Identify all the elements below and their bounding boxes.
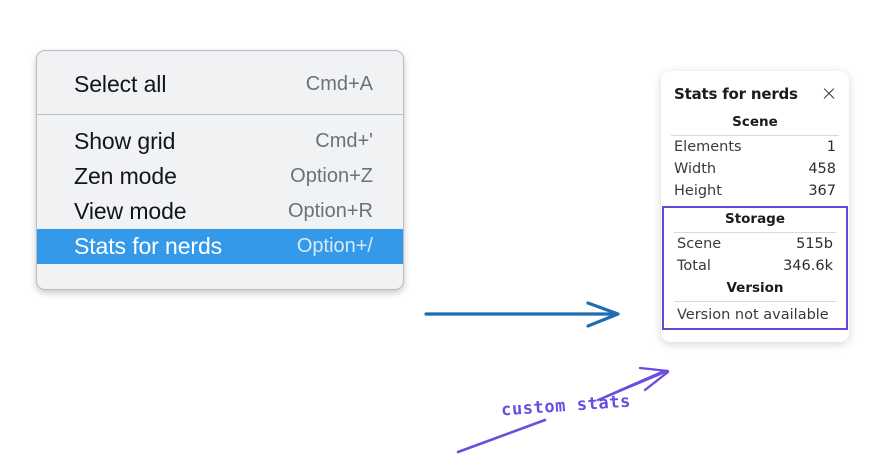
close-icon[interactable]	[821, 86, 837, 102]
menu-item-shortcut: Option+/	[296, 235, 373, 257]
stat-row: Scene 515b	[664, 233, 846, 255]
stat-value: 515b	[796, 236, 833, 252]
custom-stats-annotation-label: custom stats	[500, 391, 632, 421]
stat-row: Total 346.6k	[664, 255, 846, 277]
menu-group-view: Show grid Cmd+' Zen mode Option+Z View m…	[37, 115, 403, 281]
menu-item-label: Show grid	[74, 128, 176, 154]
menu-item-shortcut: Cmd+'	[315, 130, 373, 152]
storage-divider	[674, 232, 836, 233]
storage-section: Storage Scene 515b Total 346.6k	[664, 208, 846, 277]
menu-item-label: Select all	[74, 71, 167, 97]
stat-label: Elements	[674, 139, 742, 155]
menu-item-shortcut: Option+Z	[290, 165, 373, 187]
blue-pointer-arrow	[424, 301, 620, 328]
stat-row: Height 367	[661, 180, 849, 202]
storage-heading: Storage	[724, 211, 786, 227]
stats-panel-header: Stats for nerds	[661, 81, 849, 111]
version-section: Version Version not available	[664, 277, 846, 325]
context-menu[interactable]: Select all Cmd+A Show grid Cmd+' Zen mod…	[36, 50, 404, 290]
menu-item-shortcut: Cmd+A	[305, 73, 373, 95]
menu-footer-space	[37, 264, 403, 281]
menu-item-zen-mode[interactable]: Zen mode Option+Z	[37, 159, 403, 194]
menu-item-label: Zen mode	[74, 163, 177, 189]
purple-underline-stroke	[456, 418, 547, 454]
version-heading: Version	[726, 280, 784, 296]
menu-item-label: Stats for nerds	[74, 233, 223, 259]
menu-item-label: View mode	[74, 198, 187, 224]
stat-value: 367	[808, 183, 836, 199]
stat-label: Scene	[677, 236, 722, 252]
version-text: Version not available	[677, 307, 829, 323]
scene-heading: Scene	[732, 114, 778, 130]
menu-item-stats-for-nerds[interactable]: Stats for nerds Option+/	[37, 229, 403, 264]
menu-item-shortcut: Option+R	[287, 200, 373, 222]
menu-item-select-all[interactable]: Select all Cmd+A	[37, 67, 403, 102]
scene-divider	[671, 135, 839, 136]
menu-item-view-mode[interactable]: View mode Option+R	[37, 194, 403, 229]
version-divider	[674, 301, 836, 302]
stat-label: Total	[677, 258, 711, 274]
stat-value: 458	[808, 161, 836, 177]
stat-label: Width	[674, 161, 717, 177]
stat-value: 1	[826, 139, 836, 155]
stat-label: Height	[674, 183, 722, 199]
stat-value: 346.6k	[783, 258, 833, 274]
menu-item-show-grid[interactable]: Show grid Cmd+'	[37, 124, 403, 159]
scene-section: Scene Elements 1 Width 458 Height 367	[661, 111, 849, 202]
stats-panel-title: Stats for nerds	[674, 85, 798, 103]
stat-row: Width 458	[661, 158, 849, 180]
menu-group-selection: Select all Cmd+A	[37, 57, 403, 114]
custom-stats-highlight-box: Storage Scene 515b Total 346.6k Version …	[662, 206, 848, 330]
stats-for-nerds-panel[interactable]: Stats for nerds Scene Elements 1 Width 4…	[661, 71, 849, 342]
stat-row: Elements 1	[661, 136, 849, 158]
menu-divider	[37, 114, 403, 115]
